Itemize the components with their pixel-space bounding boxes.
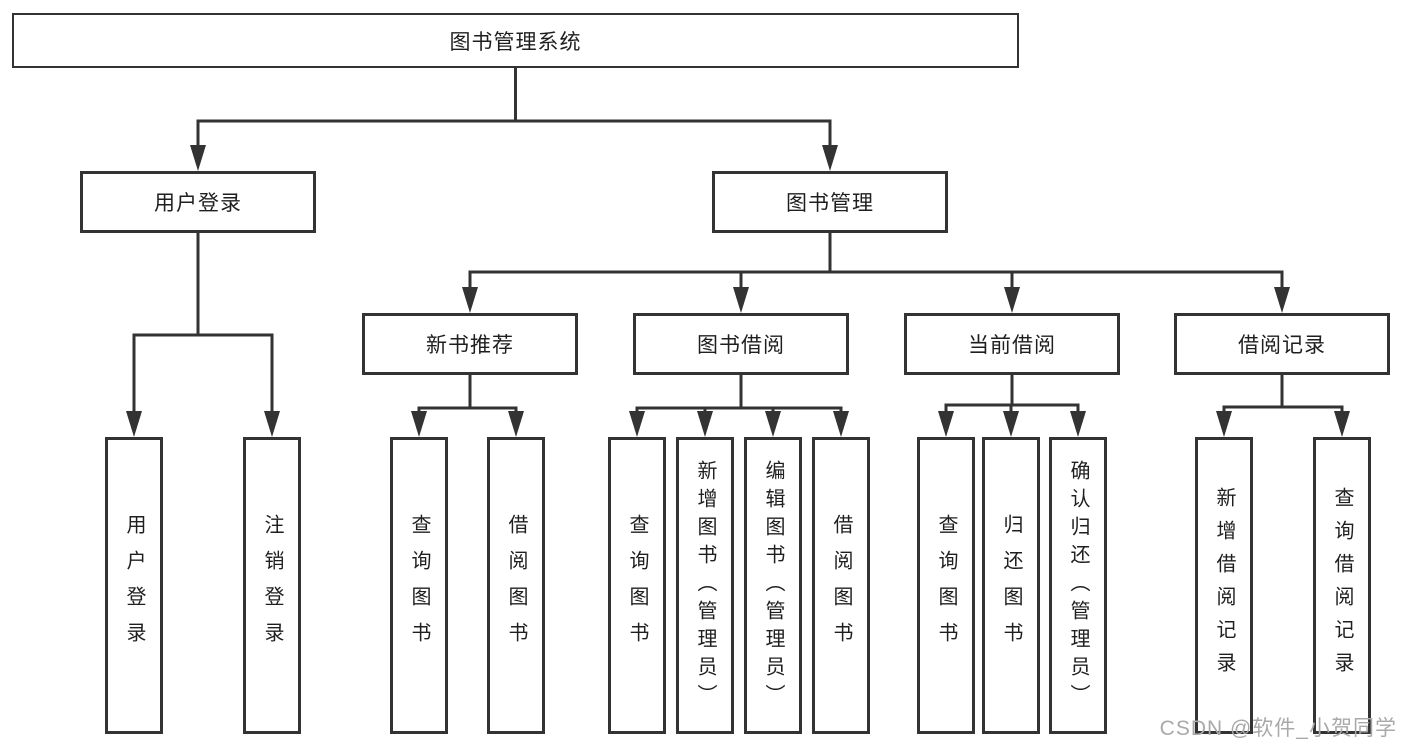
leaf-record-add-label: 新增借阅记录	[1213, 486, 1235, 685]
leaf-recommend-borrow-book: 借阅图书	[487, 437, 545, 734]
leaf-recommend-query-book: 查询图书	[390, 437, 448, 734]
leaf-current-confirm-return-admin: 确认归还（管理员）	[1049, 437, 1107, 734]
node-library-management-system: 图书管理系统	[12, 13, 1019, 68]
node-current-borrowing: 当前借阅	[904, 313, 1120, 375]
leaf-logout-label: 注销登录	[261, 513, 283, 658]
leaf-borrow-add-book-admin: 新增图书（管理员）	[676, 437, 734, 734]
leaf-current-return-book-label: 归还图书	[1000, 513, 1022, 658]
leaf-borrow-edit-book-admin-label: 编辑图书（管理员）	[762, 459, 784, 712]
leaf-borrow-edit-book-admin: 编辑图书（管理员）	[744, 437, 802, 734]
leaf-recommend-borrow-book-label: 借阅图书	[505, 513, 527, 658]
leaf-current-query-book: 查询图书	[917, 437, 975, 734]
arrowheads	[126, 145, 1350, 437]
node-book-borrowing: 图书借阅	[633, 313, 849, 375]
leaf-current-confirm-return-admin-label: 确认归还（管理员）	[1067, 459, 1089, 712]
leaf-current-return-book: 归还图书	[982, 437, 1040, 734]
leaf-user-login: 用户登录	[105, 437, 163, 734]
leaf-borrow-borrow-book: 借阅图书	[812, 437, 870, 734]
leaf-current-query-book-label: 查询图书	[935, 513, 957, 658]
node-user-login: 用户登录	[80, 171, 316, 233]
leaf-borrow-add-book-admin-label: 新增图书（管理员）	[694, 459, 716, 712]
leaf-borrow-query-book-label: 查询图书	[626, 513, 648, 658]
leaf-user-login-label: 用户登录	[123, 513, 145, 658]
node-borrow-records: 借阅记录	[1174, 313, 1390, 375]
leaf-borrow-borrow-book-label: 借阅图书	[830, 513, 852, 658]
leaf-record-add: 新增借阅记录	[1195, 437, 1253, 734]
leaf-recommend-query-book-label: 查询图书	[408, 513, 430, 658]
leaf-logout: 注销登录	[243, 437, 301, 734]
leaf-borrow-query-book: 查询图书	[608, 437, 666, 734]
leaf-record-query: 查询借阅记录	[1313, 437, 1371, 734]
node-new-book-recommend: 新书推荐	[362, 313, 578, 375]
watermark: CSDN @软件_小贺同学	[1159, 717, 1397, 740]
leaf-record-query-label: 查询借阅记录	[1331, 486, 1353, 685]
node-book-management: 图书管理	[712, 171, 948, 233]
